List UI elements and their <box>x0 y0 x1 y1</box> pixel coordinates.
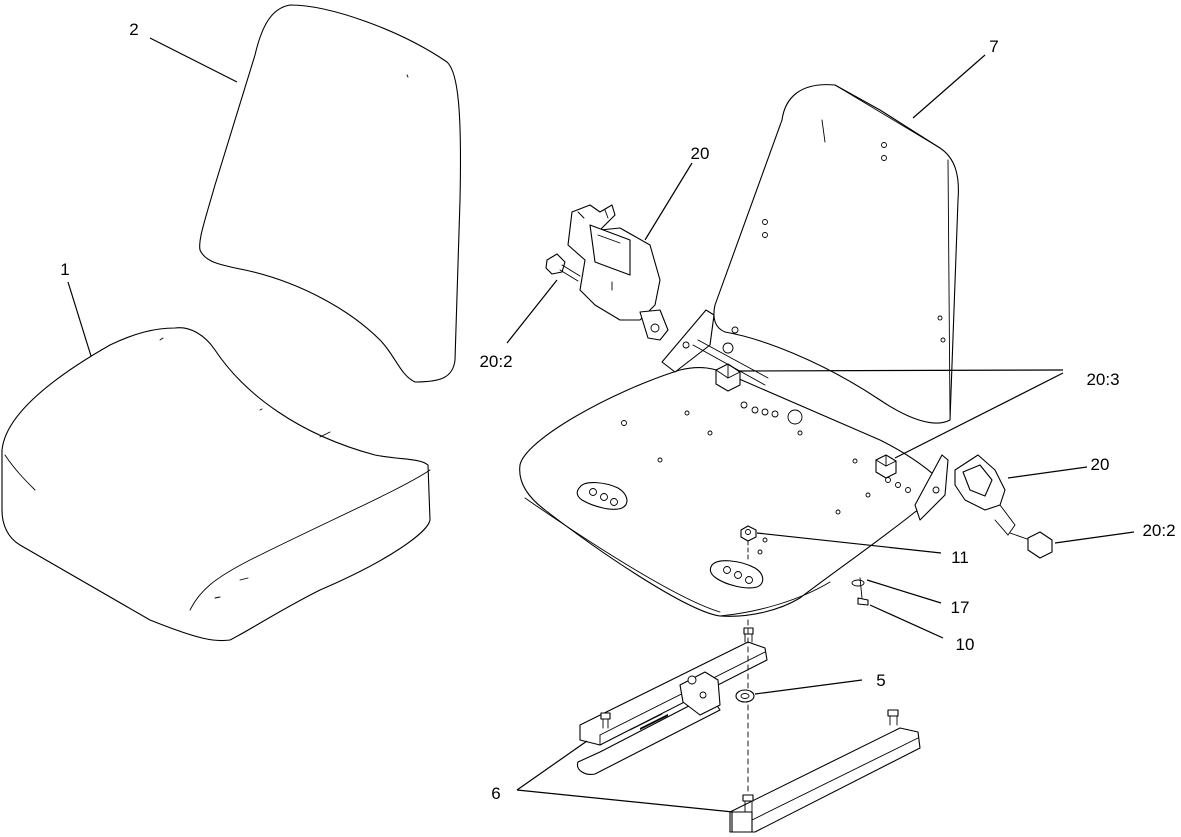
seat-back-pan <box>713 84 959 424</box>
callout-17: 17 <box>951 598 970 617</box>
callout-20-2-upper: 20:2 <box>479 352 512 371</box>
callout-2: 2 <box>129 20 138 39</box>
callout-1: 1 <box>60 260 69 279</box>
nut <box>740 525 757 561</box>
callout-20-3: 20:3 <box>1086 370 1119 389</box>
bolt-lower <box>1009 531 1053 559</box>
callout-7: 7 <box>989 37 998 56</box>
callout-6: 6 <box>491 784 500 803</box>
left-slide-rail <box>576 627 768 775</box>
spacer-lower <box>875 454 897 479</box>
callout-10: 10 <box>956 635 975 654</box>
seat-back-cushion <box>199 4 462 383</box>
seat-belt-retractor <box>567 204 669 341</box>
seat-bottom-cushion <box>1 327 431 642</box>
seat-belt-buckle <box>954 454 1016 536</box>
seat-pan <box>519 309 949 617</box>
callout-5: 5 <box>876 671 885 690</box>
spacer-upper <box>692 339 769 392</box>
callout-20-buckle: 20 <box>1091 455 1110 474</box>
washer <box>851 579 865 587</box>
leader-lines <box>67 37 1135 813</box>
callout-11: 11 <box>951 548 969 567</box>
washer-5 <box>735 619 755 796</box>
right-slide-rail <box>729 709 921 833</box>
bolt-upper <box>545 253 581 282</box>
bolt <box>857 577 869 606</box>
callout-20-2-lower: 20:2 <box>1142 521 1175 540</box>
callout-20-retractor: 20 <box>691 144 710 163</box>
